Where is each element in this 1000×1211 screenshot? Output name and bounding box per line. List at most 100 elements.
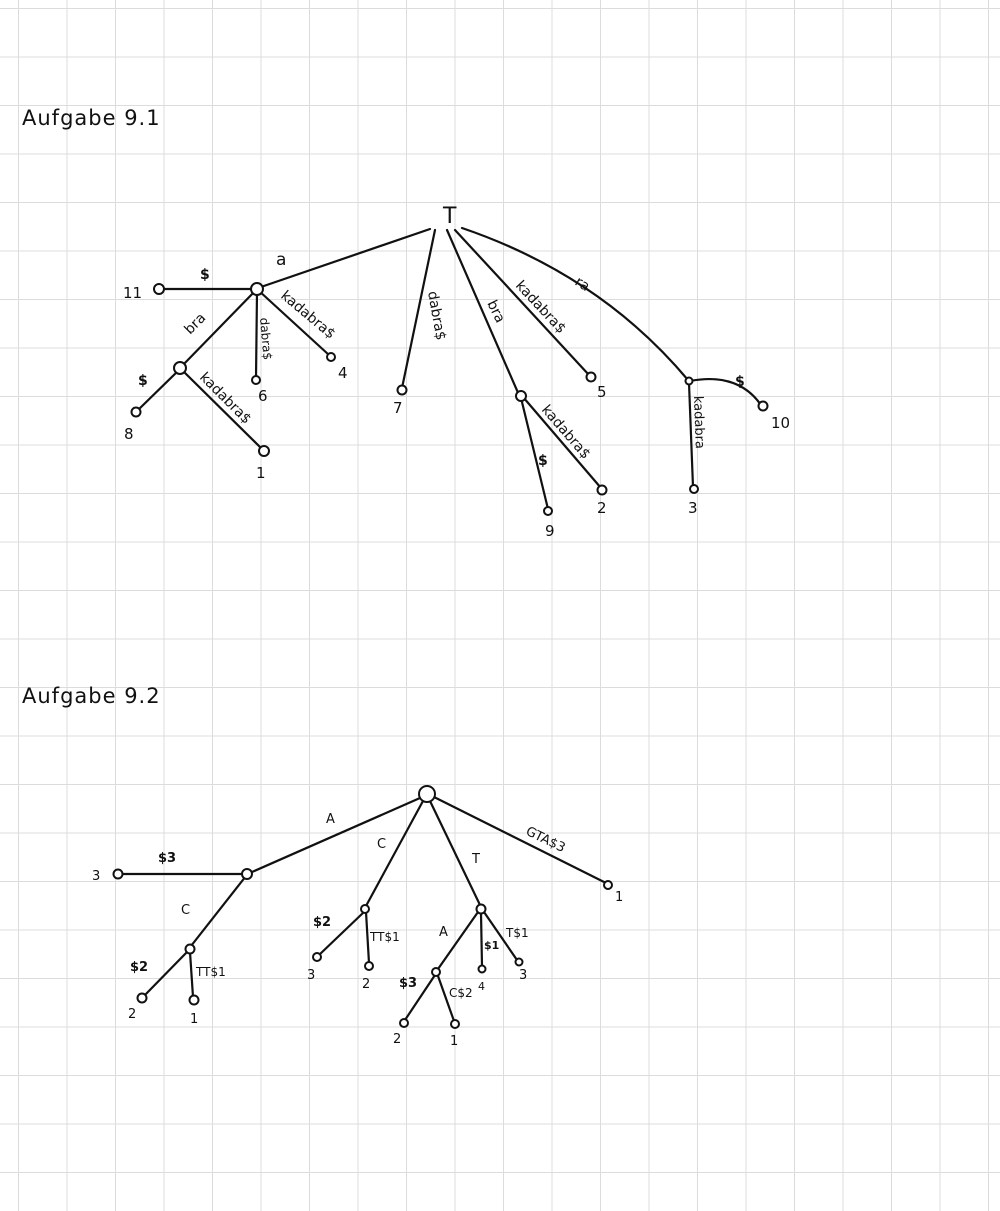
edge-dollar-9 (519, 396, 550, 511)
leaf-label-2: 2 (362, 977, 370, 992)
leaf-node (543, 506, 553, 516)
leaf-label-5: 5 (597, 383, 607, 401)
leaf-label-10: 10 (771, 414, 790, 432)
edge-dollar2-b (317, 910, 366, 957)
edge-A (250, 796, 422, 874)
edge-C2 (189, 874, 248, 948)
leaf-label-9: 9 (545, 522, 555, 540)
root-node (418, 785, 436, 803)
leaf-node (326, 352, 336, 362)
leaf-node (450, 1019, 460, 1029)
edge-A2 (436, 910, 480, 971)
leaf-node (757, 400, 769, 412)
node-a (250, 282, 264, 296)
edge-label-TT1-b: TT$1 (369, 930, 400, 944)
edge-TT1-b (364, 910, 371, 965)
edge-label-kadabra-1: kadabra$ (196, 370, 254, 428)
edge-label-CS2: C$2 (449, 986, 473, 1000)
leaf-node (689, 484, 699, 494)
edge-dollar-8 (135, 368, 181, 413)
edge-label-dollar-8: $ (138, 373, 148, 389)
node-ra (684, 376, 694, 386)
edge-label-a: a (276, 250, 286, 270)
edge-TT1-a (188, 950, 195, 999)
heading-task-9-1: Aufgabe 9.1 (22, 106, 161, 130)
edge-label-dollar-10: $ (735, 374, 745, 390)
node-AC (184, 943, 196, 955)
edge-label-dabra-6: dabra$ (257, 317, 275, 361)
generalized-suffix-tree: A C T GTA$3 $3 C $2 TT$1 $2 TT$1 A $1 T$… (92, 785, 623, 1049)
leaf-node (258, 445, 270, 457)
edge-dollar1 (479, 911, 484, 968)
edge-kadabra-1 (180, 368, 264, 451)
leaf-node (514, 957, 524, 967)
edge-GTA (432, 795, 606, 884)
heading-task-9-2: Aufgabe 9.2 (22, 684, 161, 708)
leaf-label-1: 1 (190, 1012, 198, 1027)
edge-kadabra-2 (521, 395, 603, 490)
edge-label-dollar3: $3 (158, 851, 176, 866)
edge-C (364, 799, 425, 908)
edge-label-dollar3-b: $3 (399, 976, 417, 991)
edge-dollar2-a (142, 949, 190, 998)
edge-dollar3-b (403, 973, 437, 1022)
leaf-label-3: 3 (307, 968, 315, 983)
leaf-node (399, 1018, 409, 1028)
node-T (475, 903, 487, 915)
leaf-node (130, 406, 142, 418)
edge-label-A: A (326, 812, 335, 827)
leaf-node (312, 952, 322, 962)
leaf-label-4: 4 (478, 980, 485, 993)
leaf-label-1: 1 (450, 1034, 458, 1049)
leaf-node (477, 964, 487, 974)
leaf-node (188, 994, 200, 1006)
edge-a (256, 227, 432, 290)
edge-bra (179, 288, 258, 369)
leaf-label-2: 2 (128, 1007, 136, 1022)
edge-label-T: T (471, 852, 480, 867)
edge-label-C2: C (181, 903, 190, 918)
leaf-label-4: 4 (338, 364, 348, 382)
edge-label-dollar-9: $ (538, 453, 548, 469)
leaf-label-7: 7 (393, 399, 403, 417)
leaf-node (585, 371, 597, 383)
leaf-label-3: 3 (92, 869, 100, 884)
leaf-label-2: 2 (393, 1032, 401, 1047)
leaf-label-1: 1 (615, 890, 623, 905)
edge-kadabra-4 (256, 288, 331, 357)
leaf-node (112, 868, 124, 880)
leaf-node (596, 484, 608, 496)
leaf-label-2: 2 (597, 499, 607, 517)
node-TA (431, 967, 441, 977)
edge-label-dollar2-a: $2 (130, 960, 148, 975)
edge-dabra-6 (254, 290, 259, 380)
leaf-label-11: 11 (123, 284, 142, 302)
edge-label-dollar-11: $ (200, 267, 210, 283)
edge-dollar-10 (688, 377, 763, 407)
edge-CS2 (436, 974, 456, 1023)
leaf-label-1: 1 (256, 464, 266, 482)
leaf-node (136, 992, 148, 1004)
edge-label-GTA: GTA$3 (523, 824, 567, 856)
edge-label-kadabra-5: kadabra$ (512, 278, 569, 337)
edge-label-kadabra-3: kadabra (690, 396, 707, 450)
leaf-label-6: 6 (258, 387, 268, 405)
root-label: T (442, 204, 457, 229)
leaf-label-8: 8 (124, 425, 134, 443)
leaf-label-3: 3 (688, 499, 698, 517)
edge-label-dabra-7: dabra$ (424, 290, 448, 342)
edge-bra-2 (445, 228, 521, 397)
node-C (360, 904, 370, 914)
leaf-node (153, 283, 165, 295)
edge-label-A2: A (439, 925, 448, 940)
edge-label-C: C (377, 837, 386, 852)
leaf-node (364, 961, 374, 971)
edge-label-TS1: T$1 (505, 926, 529, 940)
edge-ra (460, 226, 690, 382)
edge-label-TT1-a: TT$1 (195, 965, 226, 979)
leaf-label-3: 3 (519, 968, 527, 983)
edge-dabra-7 (400, 228, 437, 390)
node-abra (173, 361, 187, 375)
edge-label-dollar2-b: $2 (313, 915, 331, 930)
